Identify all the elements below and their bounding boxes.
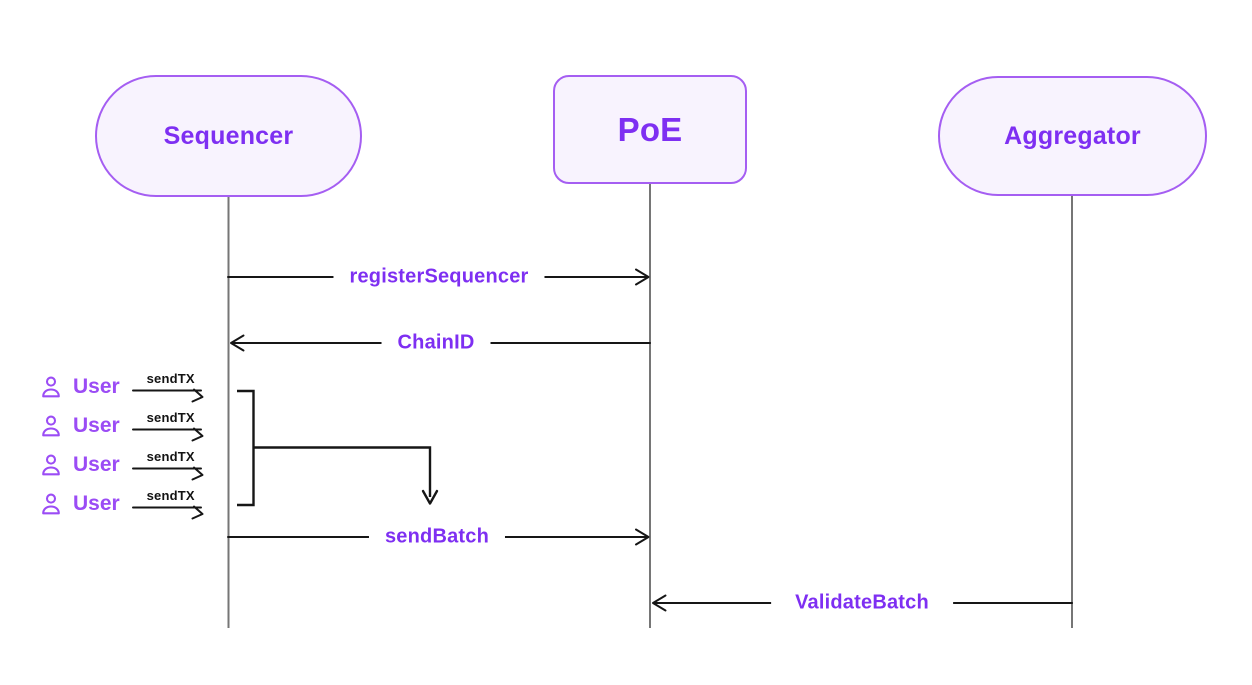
batch-bracket (237, 389, 255, 507)
user-label: User (73, 453, 120, 476)
arrowhead-right-icon (635, 528, 650, 546)
sendtx-arrow-icon (131, 505, 204, 519)
user-icon (42, 454, 60, 476)
message-label-validatebatch: ValidateBatch (771, 577, 953, 629)
arrowhead-down-icon (421, 489, 439, 505)
user-label: User (73, 414, 120, 437)
message-label-chainid: ChainID (381, 326, 491, 360)
sendtx-label: sendTX (146, 448, 195, 464)
actor-poe-box: PoE (553, 75, 747, 184)
message-label-sendbatch: sendBatch (368, 520, 506, 554)
sendtx-arrow-icon (131, 466, 204, 480)
sendtx-group: sendTX (131, 487, 210, 521)
sendtx-label: sendTX (146, 409, 195, 425)
sendtx-label: sendTX (146, 487, 195, 503)
user-label: User (73, 492, 120, 515)
actor-aggregator-label: Aggregator (1004, 121, 1141, 150)
actor-aggregator-box: Aggregator (938, 76, 1207, 196)
user-row: User sendTX (38, 482, 210, 526)
arrowhead-left-icon (652, 594, 667, 612)
user-icon (42, 493, 60, 515)
batch-flow-line (253, 446, 432, 497)
actor-poe-label: PoE (617, 110, 683, 148)
arrowhead-right-icon (635, 268, 650, 286)
sendtx-arrow-icon (131, 427, 204, 441)
sendtx-arrow-icon (131, 388, 204, 402)
actor-sequencer-box: Sequencer (95, 75, 362, 197)
user-icon (42, 415, 60, 437)
user-row: User sendTX (38, 365, 210, 409)
arrowhead-left-icon (230, 334, 245, 352)
message-label-registersequencer: registerSequencer (333, 260, 545, 294)
user-row: User sendTX (38, 443, 210, 487)
sendtx-label: sendTX (146, 370, 195, 386)
sendtx-group: sendTX (131, 409, 210, 443)
actor-sequencer-label: Sequencer (163, 121, 294, 150)
sendtx-group: sendTX (131, 448, 210, 482)
batch-bracket-group (237, 389, 439, 507)
user-label: User (73, 375, 120, 398)
user-row: User sendTX (38, 404, 210, 448)
lifelines (227, 183, 1073, 628)
sendtx-group: sendTX (131, 370, 210, 404)
user-icon (42, 376, 60, 398)
